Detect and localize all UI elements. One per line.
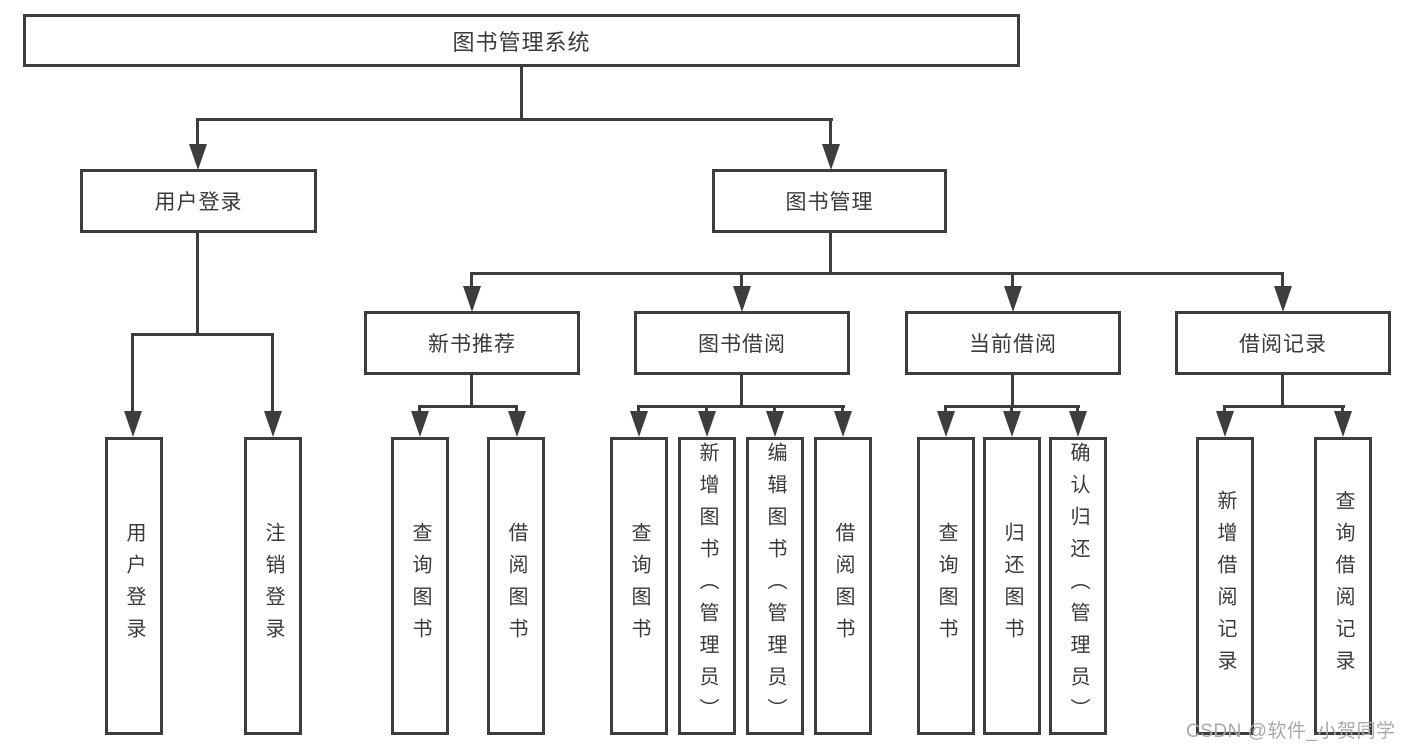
leaf-edit-book-admin: 编辑图书（管理员）: [746, 437, 804, 735]
node-label: 归还图书: [1001, 522, 1023, 650]
connector-line: [740, 272, 743, 288]
node-label: 查询图书: [628, 522, 650, 650]
node-current-borrowing: 当前借阅: [905, 311, 1121, 375]
node-label: 借阅图书: [505, 522, 527, 650]
connector-arrowhead: [463, 286, 481, 312]
node-label: 借阅记录: [1239, 333, 1327, 356]
leaf-add-borrow-record: 新增借阅记录: [1196, 437, 1254, 735]
leaf-return-book: 归还图书: [983, 437, 1041, 735]
connector-line: [470, 272, 1284, 275]
node-label: 借阅图书: [832, 522, 854, 650]
connector-line: [637, 405, 845, 408]
connector-line: [841, 405, 844, 414]
connector-line: [520, 67, 523, 120]
connector-line: [705, 405, 708, 414]
connector-line: [829, 233, 832, 274]
connector-arrowhead: [630, 411, 648, 437]
connector-arrowhead: [411, 411, 429, 437]
node-label: 图书管理: [785, 191, 874, 214]
connector-line: [1223, 405, 1345, 408]
node-label: 编辑图书（管理员）: [764, 442, 786, 730]
node-label: 新增借阅记录: [1214, 490, 1236, 682]
connector-line: [1010, 405, 1013, 414]
leaf-add-book-admin: 新增图书（管理员）: [678, 437, 736, 735]
node-library-management-system: 图书管理系统: [23, 14, 1020, 67]
connector-line: [131, 333, 274, 336]
connector-arrowhead: [1216, 411, 1234, 437]
leaf-borrow-book: 借阅图书: [814, 437, 872, 735]
node-label: 当前借阅: [969, 333, 1057, 356]
connector-line: [1011, 272, 1014, 288]
connector-line: [1011, 375, 1014, 407]
connector-line: [1223, 405, 1226, 414]
connector-arrowhead: [698, 411, 716, 437]
connector-arrowhead: [1334, 411, 1352, 437]
node-label: 图书管理系统: [452, 29, 591, 55]
connector-line: [470, 272, 473, 288]
leaf-user-login: 用户登录: [105, 437, 163, 735]
leaf-query-book-borrowing: 查询图书: [610, 437, 668, 735]
connector-line: [196, 118, 199, 146]
connector-line: [470, 375, 473, 407]
connector-arrowhead: [264, 411, 282, 437]
leaf-confirm-return-admin: 确认归还（管理员）: [1049, 437, 1107, 735]
node-label: 查询图书: [409, 522, 431, 650]
connector-arrowhead: [189, 144, 207, 170]
connector-arrowhead: [822, 144, 840, 170]
leaf-logout-login: 注销登录: [244, 437, 302, 735]
node-label: 新增图书（管理员）: [696, 442, 718, 730]
leaf-query-book-current: 查询图书: [917, 437, 975, 735]
connector-line: [773, 405, 776, 414]
node-borrowing-records: 借阅记录: [1175, 311, 1391, 375]
connector-line: [1281, 272, 1284, 288]
connector-arrowhead: [733, 286, 751, 312]
connector-line: [1281, 375, 1284, 407]
connector-line: [197, 118, 833, 121]
connector-line: [418, 405, 421, 414]
node-user-login: 用户登录: [80, 169, 317, 233]
connector-line: [515, 405, 518, 414]
connector-arrowhead: [834, 411, 852, 437]
connector-arrowhead: [124, 411, 142, 437]
leaf-query-borrow-record: 查询借阅记录: [1314, 437, 1372, 735]
watermark: CSDN @软件_小贺同学: [1186, 721, 1396, 742]
connector-line: [1076, 405, 1079, 414]
connector-line: [131, 333, 134, 413]
node-label: 用户登录: [123, 522, 145, 650]
node-book-borrowing: 图书借阅: [634, 311, 850, 375]
connector-line: [637, 405, 640, 414]
node-label: 注销登录: [262, 522, 284, 650]
connector-arrowhead: [508, 411, 526, 437]
connector-arrowhead: [1274, 286, 1292, 312]
connector-arrowhead: [1069, 411, 1087, 437]
connector-line: [944, 405, 947, 414]
connector-line: [196, 233, 199, 335]
connector-line: [829, 118, 832, 146]
node-book-management: 图书管理: [712, 169, 947, 233]
node-label: 用户登录: [154, 191, 243, 214]
node-new-book-recommend: 新书推荐: [364, 311, 580, 375]
connector-arrowhead: [766, 411, 784, 437]
connector-arrowhead: [1004, 286, 1022, 312]
leaf-query-book-recommend: 查询图书: [391, 437, 449, 735]
connector-line: [418, 405, 518, 408]
connector-arrowhead: [937, 411, 955, 437]
node-label: 确认归还（管理员）: [1067, 442, 1089, 730]
connector-line: [271, 333, 274, 413]
connector-arrowhead: [1003, 411, 1021, 437]
connector-line: [1341, 405, 1344, 414]
node-label: 查询借阅记录: [1332, 490, 1354, 682]
node-label: 查询图书: [935, 522, 957, 650]
node-label: 图书借阅: [698, 333, 786, 356]
node-label: 新书推荐: [428, 333, 516, 356]
leaf-borrow-book-recommend: 借阅图书: [487, 437, 545, 735]
connector-line: [740, 375, 743, 407]
